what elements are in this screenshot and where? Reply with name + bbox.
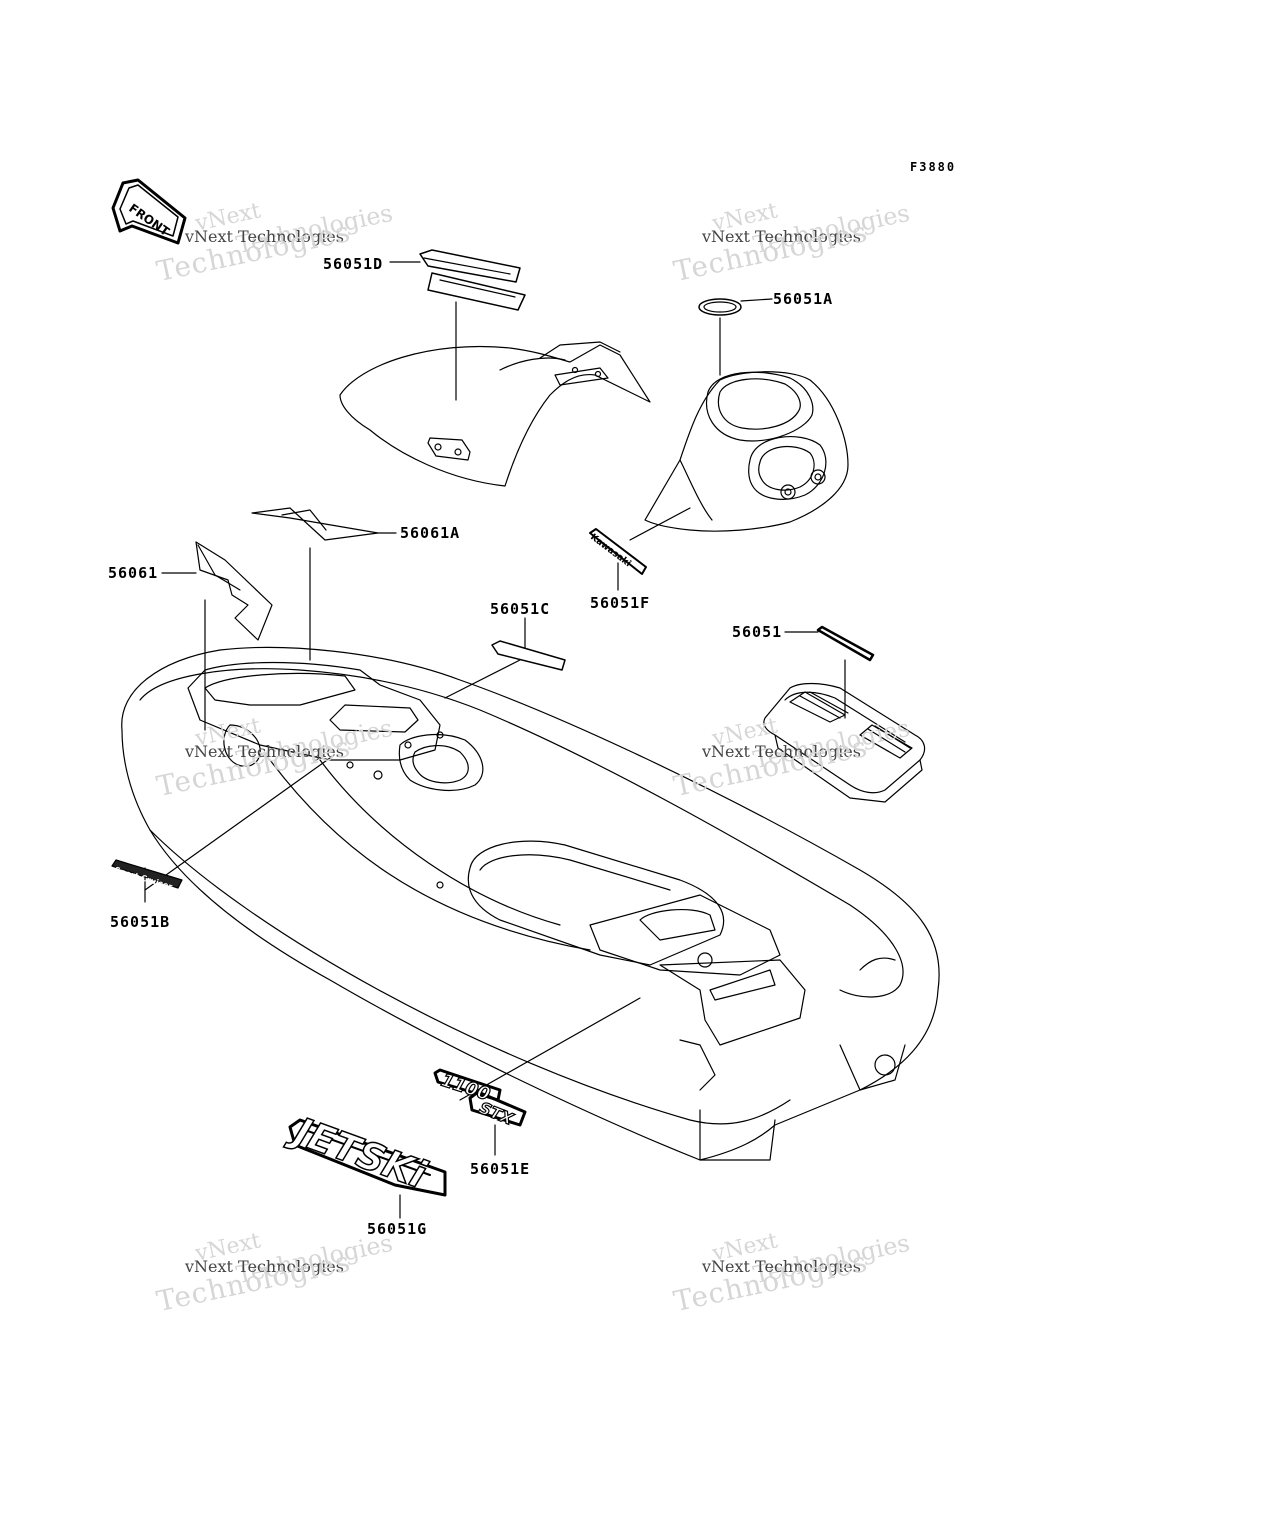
decal-56051d-drawing xyxy=(389,249,526,311)
decal-56051g-drawing xyxy=(288,1118,447,1197)
watermark-line: vNext Technologies xyxy=(702,742,861,761)
handle-pole-drawing xyxy=(629,317,849,541)
front-arrow-icon xyxy=(111,178,187,245)
decal-56051e-drawing xyxy=(433,1068,527,1127)
part-label-56051f: 56051F xyxy=(590,594,651,612)
part-label-56061: 56061 xyxy=(108,564,159,582)
decal-56061-drawing xyxy=(161,541,273,731)
decal-model-bottom-text: STX xyxy=(477,1098,517,1129)
decal-56061a-drawing xyxy=(251,507,397,661)
watermark-line: vNext Technologies xyxy=(702,227,861,246)
decal-56051f-drawing xyxy=(589,528,647,591)
watermark-line: vNext Technologies xyxy=(702,1257,861,1276)
part-label-56051d: 56051D xyxy=(323,255,384,273)
watermark-line: vNext Technologies xyxy=(185,227,344,246)
decal-56051b-drawing xyxy=(111,859,183,889)
part-label-56051: 56051 xyxy=(732,623,783,641)
hull-drawing xyxy=(121,646,940,1161)
decal-texts: Kawasaki Sport Cruiser 1100 STX JETSKi F… xyxy=(113,201,632,1198)
watermark-line: vNext Technologies xyxy=(185,742,344,761)
seat-cover-drawing xyxy=(339,301,651,487)
part-label-56051b: 56051B xyxy=(110,913,171,931)
engine-hood-drawing xyxy=(763,682,926,803)
part-label-56061a: 56061A xyxy=(400,524,461,542)
part-label-56051a: 56051A xyxy=(773,290,834,308)
part-label-56051g: 56051G xyxy=(367,1220,428,1238)
watermark-line: vNext Technologies xyxy=(185,1257,344,1276)
decal-56051-drawing xyxy=(784,625,875,719)
part-label-56051c: 56051C xyxy=(490,600,551,618)
decal-56051a-drawing xyxy=(698,298,773,316)
decal-56051c-drawing xyxy=(444,617,566,699)
decal-jetski-text: JETSKi xyxy=(282,1107,432,1198)
part-label-56051e: 56051E xyxy=(470,1160,531,1178)
figure-code: F3880 xyxy=(910,160,957,174)
